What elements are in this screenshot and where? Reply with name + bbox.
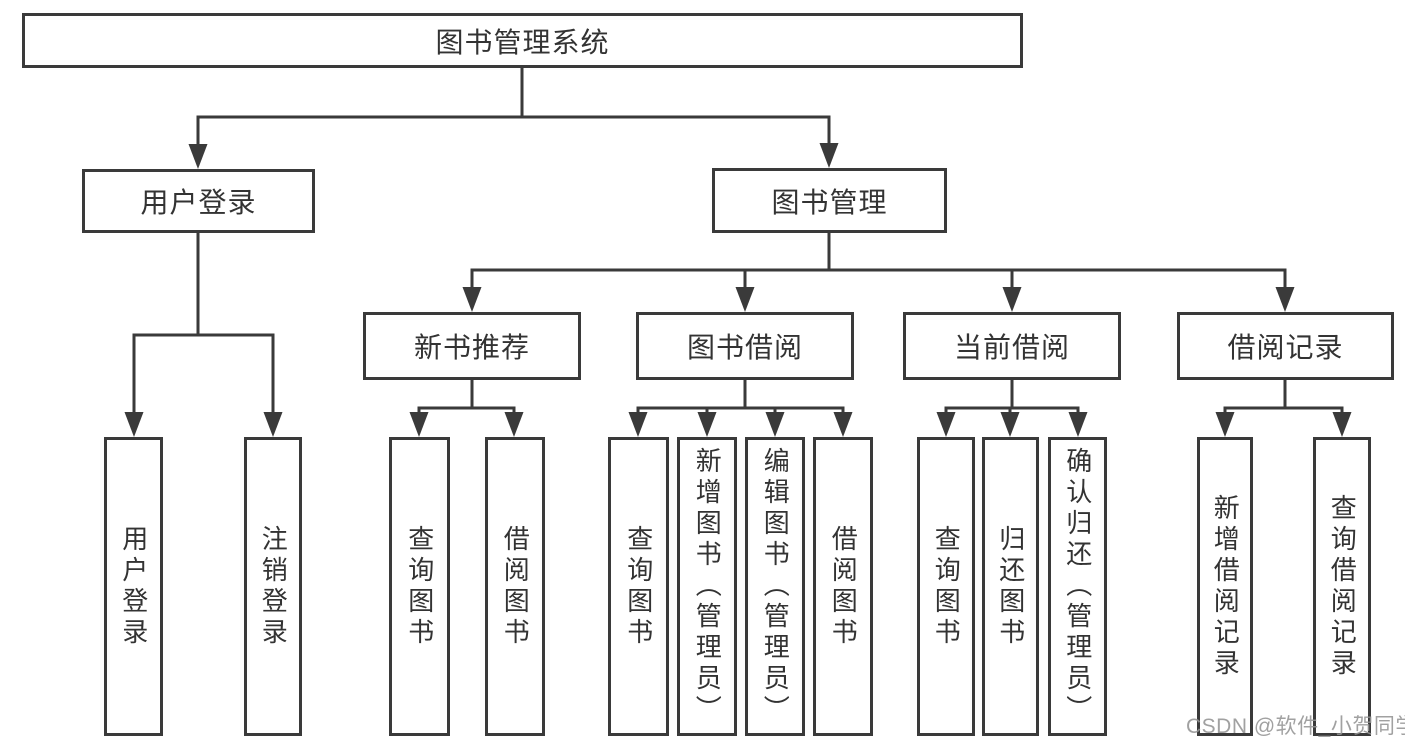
leaf-label: 归还图书	[995, 524, 1026, 649]
node-confirm-return-admin: 确认归还（管理员）	[1048, 437, 1107, 736]
leaf-label: 用户登录	[118, 524, 149, 649]
leaf-label: 查询图书	[623, 524, 654, 649]
leaf-label: 新增图书（管理员）	[692, 447, 723, 726]
leaf-label: 确认归还（管理员）	[1062, 447, 1093, 726]
node-borrow-books-rec: 借阅图书	[485, 437, 545, 736]
node-query-borrow-record: 查询借阅记录	[1313, 437, 1371, 736]
arrowheads	[124, 143, 1352, 437]
node-query-books-borrow: 查询图书	[608, 437, 669, 736]
node-return-books: 归还图书	[982, 437, 1039, 736]
node-user-login-leaf: 用户登录	[104, 437, 163, 736]
leaf-label: 查询借阅记录	[1327, 493, 1358, 680]
node-new-book-recommendation: 新书推荐	[363, 312, 581, 380]
node-query-books-current: 查询图书	[917, 437, 975, 736]
node-add-books-admin: 新增图书（管理员）	[677, 437, 737, 736]
leaf-label: 查询图书	[931, 524, 962, 649]
node-logout: 注销登录	[244, 437, 302, 736]
node-add-borrow-record: 新增借阅记录	[1197, 437, 1253, 736]
node-library-management-system: 图书管理系统	[22, 13, 1023, 68]
node-borrow-books-borrow: 借阅图书	[813, 437, 873, 736]
node-edit-books-admin: 编辑图书（管理员）	[745, 437, 805, 736]
leaf-label: 借阅图书	[828, 524, 859, 649]
node-query-books-rec: 查询图书	[389, 437, 450, 736]
node-borrowing-records: 借阅记录	[1177, 312, 1394, 380]
watermark-csdn: CSDN @软件_小贺同学	[1186, 715, 1405, 738]
node-book-borrowing: 图书借阅	[636, 312, 854, 380]
leaf-label: 新增借阅记录	[1210, 493, 1241, 680]
leaf-label: 借阅图书	[500, 524, 531, 649]
node-book-management: 图书管理	[712, 168, 947, 233]
leaf-label: 编辑图书（管理员）	[760, 447, 791, 726]
leaf-label: 注销登录	[258, 524, 289, 649]
node-current-borrowing: 当前借阅	[903, 312, 1121, 380]
connector-lines	[132, 68, 1344, 417]
node-user-login: 用户登录	[82, 169, 315, 233]
leaf-label: 查询图书	[404, 524, 435, 649]
